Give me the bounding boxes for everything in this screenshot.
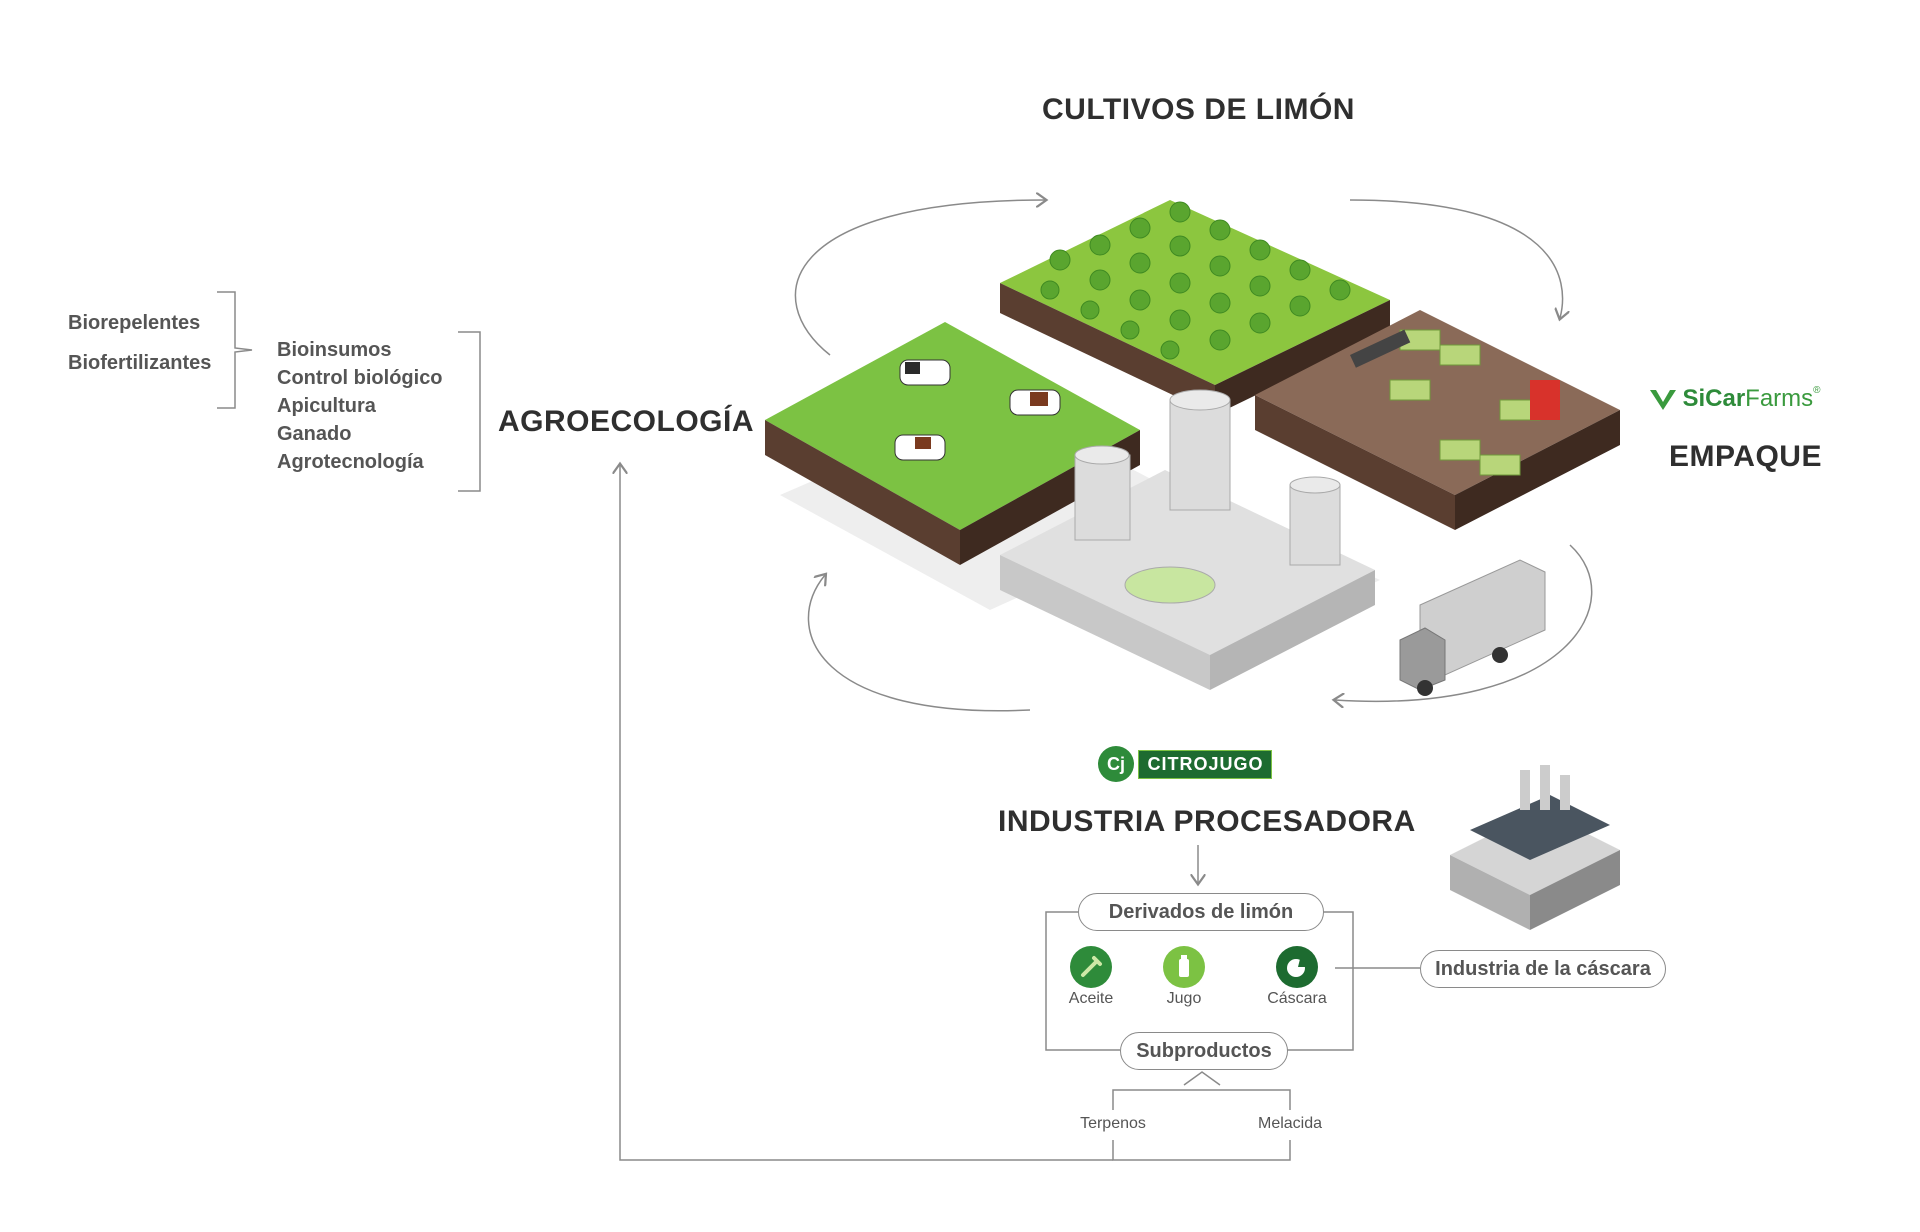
title-agroecologia: AGROECOLOGÍA: [498, 405, 755, 438]
sicarfarms-logo: SiCarFarms®: [1648, 385, 1821, 413]
label-biofertilizantes: Biofertilizantes: [68, 352, 212, 374]
derivados-box: [1045, 911, 1354, 1051]
leaf-icon: [1650, 390, 1676, 410]
truck-illustration: [1399, 559, 1546, 696]
title-industria: INDUSTRIA PROCESADORA: [998, 805, 1416, 838]
lemon-peel-icon: [1276, 946, 1318, 988]
processing-plant-illustration: [1000, 389, 1375, 690]
citrojugo-logo: Cj CITROJUGO: [1098, 746, 1273, 782]
agroecology-list: Bioinsumos Control biológico Apicultura …: [277, 336, 443, 476]
cycle-arrow-bottom-left: [807, 575, 1031, 712]
subproductos-pill: Subproductos: [1120, 1032, 1288, 1070]
label-terpenos: Terpenos: [1080, 1115, 1146, 1132]
derivados-pill: Derivados de limón: [1078, 893, 1324, 931]
label-agrotecnologia: Agrotecnología: [277, 451, 424, 473]
return-arrow: [620, 465, 1113, 1161]
lemon-orchard-illustration: [1000, 200, 1390, 415]
title-empaque: EMPAQUE: [1669, 440, 1822, 473]
label-apicultura: Apicultura: [277, 395, 376, 417]
cycle-arrow-bottom-right: [1335, 544, 1593, 701]
industria-cascara-pill: Industria de la cáscara: [1420, 950, 1666, 988]
label-biorepelentes: Biorepelentes: [68, 312, 201, 334]
packing-plant-illustration: [1255, 310, 1620, 530]
label-melacida: Melacida: [1257, 1115, 1323, 1132]
title-cultivos: CULTIVOS DE LIMÓN: [1042, 93, 1355, 126]
label-cascara: Cáscara: [1267, 990, 1327, 1007]
cycle-arrow-top-right: [1349, 199, 1563, 318]
cycle-arrow-top-left: [794, 200, 1045, 356]
label-jugo: Jugo: [1166, 990, 1202, 1007]
juice-bottle-icon: [1163, 946, 1205, 988]
citrojugo-mark: Cj: [1098, 746, 1134, 782]
label-control-biologico: Control biológico: [277, 367, 443, 389]
label-aceite: Aceite: [1068, 990, 1114, 1007]
label-ganado: Ganado: [277, 423, 352, 445]
citrojugo-wordmark: CITROJUGO: [1138, 749, 1273, 779]
mid-bracket: [458, 331, 481, 492]
label-bioinsumos: Bioinsumos: [277, 339, 392, 361]
left-brace: [217, 291, 253, 409]
oil-dropper-icon: [1070, 946, 1112, 988]
peel-factory-illustration: [1450, 765, 1620, 930]
